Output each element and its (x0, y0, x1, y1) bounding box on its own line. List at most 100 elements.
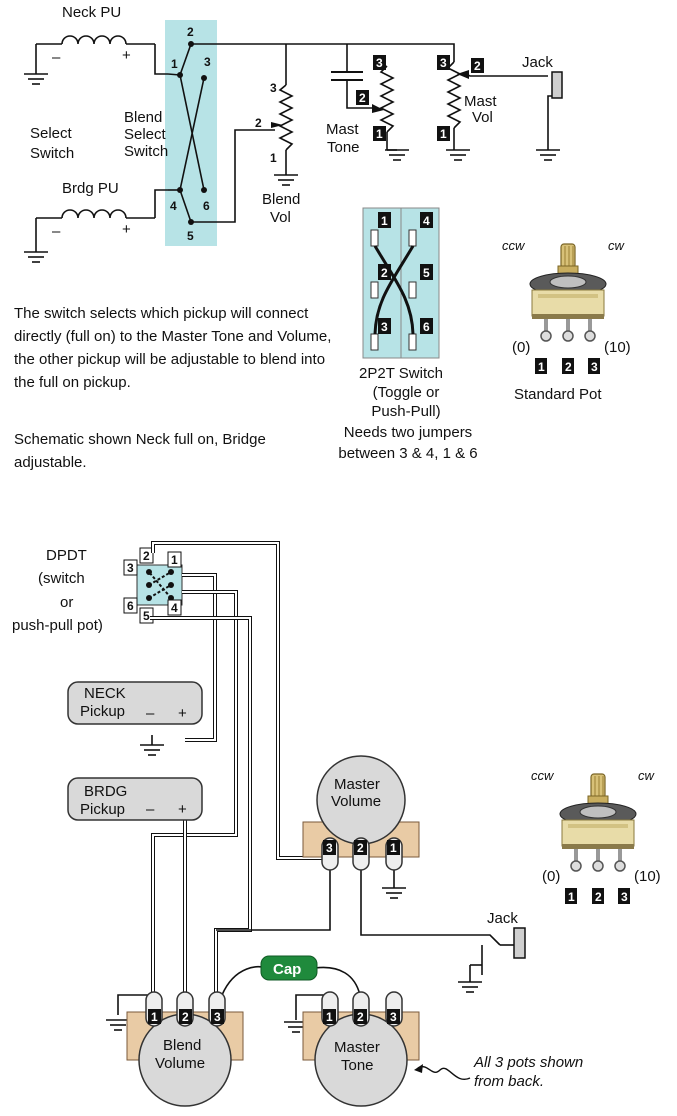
tone-cap (260, 955, 318, 981)
svg-text:Needs two jumpers: Needs two jumpers (344, 424, 472, 441)
svg-text:3: 3 (440, 56, 447, 70)
svg-text:1: 1 (568, 890, 575, 904)
svg-text:1: 1 (171, 57, 178, 71)
svg-text:DPDT: DPDT (46, 547, 87, 564)
brdg-pickup-minus: – (146, 801, 155, 818)
master-volume-label-1: Master (334, 776, 380, 793)
svg-text:2: 2 (187, 25, 194, 39)
mast-tone-label-2: Tone (327, 139, 360, 156)
svg-text:3: 3 (270, 81, 277, 95)
cap-label: Cap (273, 961, 301, 978)
svg-text:1: 1 (270, 151, 277, 165)
blend-volume-label-1: Blend (163, 1037, 201, 1054)
neck-pickup-label-2: Pickup (80, 703, 125, 720)
svg-text:2: 2 (595, 890, 602, 904)
svg-text:2: 2 (565, 360, 572, 374)
blend-select-switch-label-1: Blend (124, 109, 162, 126)
svg-text:3: 3 (381, 320, 388, 334)
bottom-wires (117, 541, 501, 1020)
blend-switch-contacts (167, 41, 207, 225)
brdg-plus: + (122, 221, 131, 238)
svg-text:1: 1 (440, 127, 447, 141)
master-vol-pot (445, 61, 548, 161)
brdg-pickup-label-2: Pickup (80, 801, 125, 818)
neck-pickup-coil (23, 35, 168, 85)
note-line-1: All 3 pots shown (473, 1054, 583, 1071)
svg-text:2: 2 (381, 266, 388, 280)
svg-text:2: 2 (357, 1010, 364, 1024)
svg-text:6: 6 (423, 320, 430, 334)
svg-text:2: 2 (474, 59, 481, 73)
svg-text:2: 2 (359, 91, 366, 105)
svg-text:(Toggle or: (Toggle or (373, 384, 440, 401)
svg-text:5: 5 (143, 609, 150, 623)
pot-ten-label-bottom: (10) (634, 868, 661, 885)
neck-pickup-label-1: NECK (84, 685, 126, 702)
svg-text:3: 3 (127, 561, 134, 575)
svg-text:3: 3 (204, 55, 211, 69)
svg-text:4: 4 (170, 199, 177, 213)
standard-pot-caption: Standard Pot (514, 386, 602, 403)
blend-volume-label-2: Volume (155, 1055, 205, 1072)
pot-zero-label-bottom: (0) (542, 868, 560, 885)
select-switch-label-1: Select (30, 125, 73, 142)
pot-ccw-label-bottom: ccw (531, 768, 555, 783)
svg-text:(switch: (switch (38, 570, 85, 587)
svg-text:3: 3 (214, 1010, 221, 1024)
svg-text:Push-Pull): Push-Pull) (371, 403, 440, 420)
switch-2p2t (362, 207, 440, 359)
svg-text:3: 3 (376, 56, 383, 70)
svg-text:6: 6 (127, 599, 134, 613)
blend-select-switch-label-2: Select (124, 126, 167, 143)
pot-zero-label: (0) (512, 339, 530, 356)
dpdt-switch (136, 564, 183, 606)
svg-text:1: 1 (390, 841, 397, 855)
brdg-pickup-label-1: BRDG (84, 783, 127, 800)
svg-text:4: 4 (423, 214, 430, 228)
dpdt-label: DPDT (switch or push-pull pot) (12, 547, 103, 634)
note-line-2: from back. (474, 1073, 544, 1090)
svg-text:between 3 & 4, 1 & 6: between 3 & 4, 1 & 6 (338, 445, 477, 462)
top-output-jack (535, 71, 563, 161)
neck-pickup-plus: + (178, 705, 187, 722)
svg-text:5: 5 (187, 229, 194, 243)
bottom-output-jack (500, 927, 526, 959)
top-jack-label: Jack (522, 54, 553, 71)
description-paragraph-2: Schematic shown Neck full on, Bridge adj… (14, 431, 266, 471)
switch-2p2t-caption: 2P2T Switch (Toggle or Push-Pull) Needs … (338, 365, 477, 462)
mast-tone-label-1: Mast (326, 121, 359, 138)
blend-select-switch-label-3: Switch (124, 143, 168, 160)
description-paragraph-1: The switch selects which pickup will con… (14, 305, 332, 391)
svg-text:2: 2 (255, 116, 262, 130)
pot-ccw-label: ccw (502, 238, 526, 253)
svg-text:3: 3 (390, 1010, 397, 1024)
svg-text:4: 4 (171, 601, 178, 615)
svg-text:2: 2 (357, 841, 364, 855)
pot-cw-label-bottom: cw (638, 768, 656, 783)
blend-switch-pin-numbers: 1 2 3 4 5 6 (170, 25, 211, 243)
brdg-pickup-plus: + (178, 801, 187, 818)
neck-pu-label: Neck PU (62, 4, 121, 21)
select-switch-label-2: Switch (30, 145, 74, 162)
svg-text:6: 6 (203, 199, 210, 213)
master-tone-label-2: Tone (341, 1057, 374, 1074)
master-tone-label-1: Master (334, 1039, 380, 1056)
neck-minus: – (52, 49, 61, 66)
svg-text:2: 2 (182, 1010, 189, 1024)
svg-text:3: 3 (591, 360, 598, 374)
svg-text:3: 3 (326, 841, 333, 855)
master-volume-label-2: Volume (331, 793, 381, 810)
svg-text:2P2T Switch: 2P2T Switch (359, 365, 443, 382)
svg-text:or: or (60, 594, 73, 611)
bridge-pickup-box (67, 777, 203, 821)
tone-cap-and-pot (331, 44, 410, 161)
svg-text:1: 1 (538, 360, 545, 374)
brdg-pu-label: Brdg PU (62, 180, 119, 197)
standard-pot-image-bottom (558, 772, 638, 873)
svg-text:1: 1 (376, 127, 383, 141)
mast-vol-label-2: Vol (472, 109, 493, 126)
svg-text:1: 1 (151, 1010, 158, 1024)
svg-text:1: 1 (171, 553, 178, 567)
blend-vol-pot (271, 84, 299, 186)
